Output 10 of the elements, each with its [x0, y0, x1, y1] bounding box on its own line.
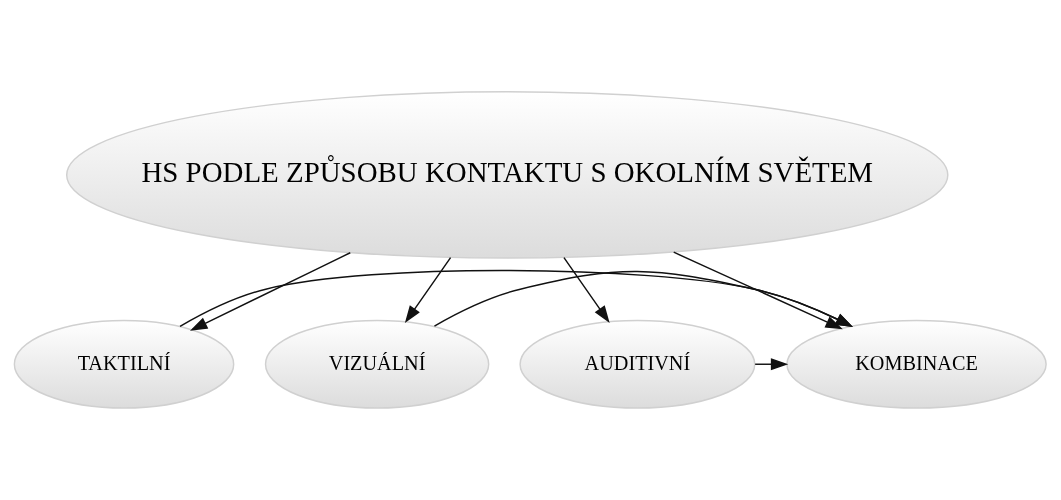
arrow: [433, 270, 853, 327]
node-ellipse: VIZUÁLNÍ: [264, 319, 490, 409]
arrow: [179, 269, 853, 328]
node-ellipse: AUDITIVNÍ: [519, 319, 756, 409]
arrow: [404, 256, 452, 324]
arrow: [190, 252, 351, 331]
node-ellipse: HS PODLE ZPŮSOBU KONTAKTU S OKOLNÍM SVĚTEM: [66, 91, 949, 259]
arrow: [563, 256, 610, 324]
node-ellipse: KOMBINACE: [786, 319, 1047, 409]
arrow: [673, 251, 843, 330]
